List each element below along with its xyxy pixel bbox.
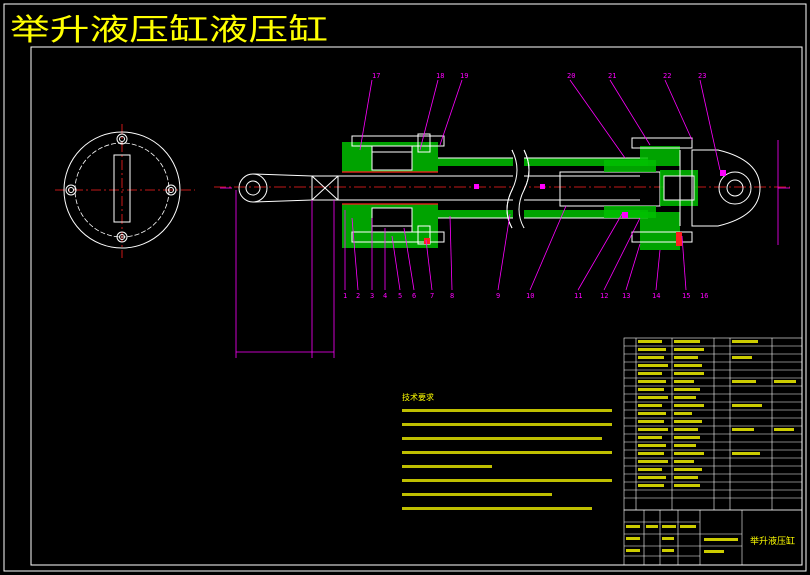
balloon-12: 12 xyxy=(600,292,608,300)
drawing-title: 举升液压缸液压缸 xyxy=(10,13,328,48)
notes-heading: 技术要求 xyxy=(402,392,434,402)
balloon-2: 2 xyxy=(356,292,360,300)
cylinder-section-view xyxy=(214,133,790,250)
end-view xyxy=(55,124,195,258)
balloon-10: 10 xyxy=(526,292,534,300)
balloon-8: 8 xyxy=(450,292,454,300)
balloon-16: 16 xyxy=(700,292,708,300)
balloon-11: 11 xyxy=(574,292,582,300)
balloon-19: 19 xyxy=(460,72,468,80)
balloon-4: 4 xyxy=(383,292,387,300)
parts-list-text xyxy=(638,340,796,487)
balloon-15: 15 xyxy=(682,292,690,300)
parts-list xyxy=(623,337,803,511)
balloon-20: 20 xyxy=(567,72,575,80)
balloon-5: 5 xyxy=(398,292,402,300)
title-block-name: 举升液压缸 xyxy=(750,535,795,547)
balloon-14: 14 xyxy=(652,292,660,300)
balloon-23: 23 xyxy=(698,72,706,80)
balloon-17: 17 xyxy=(372,72,380,80)
balloon-6: 6 xyxy=(412,292,416,300)
title-block-text xyxy=(626,525,738,553)
balloon-13: 13 xyxy=(622,292,630,300)
balloon-21: 21 xyxy=(608,72,616,80)
balloon-18: 18 xyxy=(436,72,444,80)
balloon-labels: 17 18 19 20 21 22 23 1 2 3 4 5 6 7 8 9 1… xyxy=(343,72,708,300)
balloon-9: 9 xyxy=(496,292,500,300)
dimension-lines xyxy=(220,140,790,358)
balloon-7: 7 xyxy=(430,292,434,300)
sheet-outer-frame xyxy=(3,3,807,572)
technical-notes: 技术要求 xyxy=(402,392,612,510)
title-block xyxy=(623,509,803,566)
sheet-inner-frame xyxy=(30,46,803,566)
leader-lines xyxy=(344,79,721,291)
balloon-22: 22 xyxy=(663,72,671,80)
balloon-1: 1 xyxy=(343,292,347,300)
balloon-3: 3 xyxy=(370,292,374,300)
